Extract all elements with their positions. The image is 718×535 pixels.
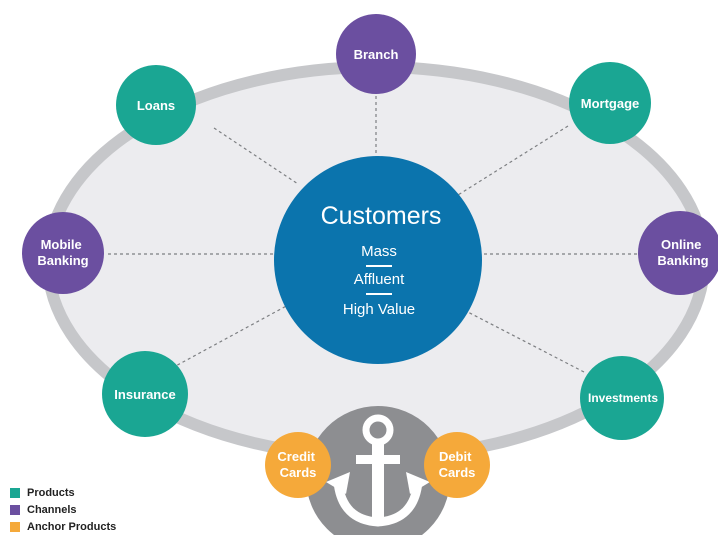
legend-item-anchor-products: Anchor Products [10, 518, 116, 535]
center-segment-affluent: Affluent [354, 271, 405, 288]
customers-center-circle [274, 156, 482, 364]
node-loans: Loans [116, 65, 196, 145]
legend-item-channels: Channels [10, 501, 116, 518]
node-label: Investments [588, 391, 658, 405]
connector-insurance [171, 303, 291, 369]
connector-lines [108, 84, 640, 373]
connector-loans [213, 127, 299, 185]
connector-investments [463, 309, 585, 373]
node-label: Mobile [41, 237, 82, 252]
svg-text:Insurance: Insurance [114, 387, 175, 402]
legend-swatch [10, 487, 20, 498]
node-label: Banking [657, 253, 708, 268]
svg-text:Debit Cards: Debit Cards [439, 449, 476, 480]
node-insurance: Insurance [102, 351, 188, 437]
legend-item-products: Products [10, 484, 116, 501]
node-label: Loans [137, 98, 175, 113]
legend: Products Channels Anchor Products [10, 484, 116, 535]
segment-divider [366, 293, 392, 295]
node-label: Debit [439, 449, 472, 464]
node-investments: Investments [580, 356, 664, 440]
node-label: Cards [280, 465, 317, 480]
svg-text:Credit Cards: Credit Cards [277, 449, 318, 480]
segment-divider [366, 265, 392, 267]
node-online-banking: Online Banking [638, 211, 718, 295]
node-credit-cards: Credit Cards [265, 432, 331, 498]
svg-text:Online Banking: Online Banking [657, 237, 708, 268]
center-title: Customers [321, 202, 442, 230]
node-debit-cards: Debit Cards [424, 432, 490, 498]
node-label: Banking [37, 253, 88, 268]
center-segment-high-value: High Value [343, 301, 415, 318]
node-label: Cards [439, 465, 476, 480]
node-label: Branch [354, 47, 399, 62]
legend-label: Products [27, 486, 75, 499]
legend-swatch [10, 504, 20, 515]
node-label: Online [661, 237, 701, 252]
node-label: Insurance [114, 387, 175, 402]
legend-swatch [10, 521, 20, 532]
anchor-icon [326, 414, 430, 527]
node-label: Mortgage [581, 96, 640, 111]
center-segment-mass: Mass [361, 243, 397, 260]
connector-mortgage [457, 125, 569, 196]
node-mortgage: Mortgage [569, 62, 651, 144]
svg-text:Mortgage: Mortgage [581, 96, 640, 111]
legend-label: Anchor Products [27, 520, 117, 533]
svg-text:Investments: Investments [588, 391, 658, 405]
svg-text:Loans: Loans [137, 98, 175, 113]
svg-text:Branch: Branch [354, 47, 399, 62]
node-label: Credit [277, 449, 315, 464]
node-mobile-banking: Mobile Banking [22, 212, 104, 294]
svg-text:Mobile Banking: Mobile Banking [37, 237, 88, 268]
node-branch: Branch [336, 14, 416, 94]
legend-label: Channels [27, 503, 77, 516]
